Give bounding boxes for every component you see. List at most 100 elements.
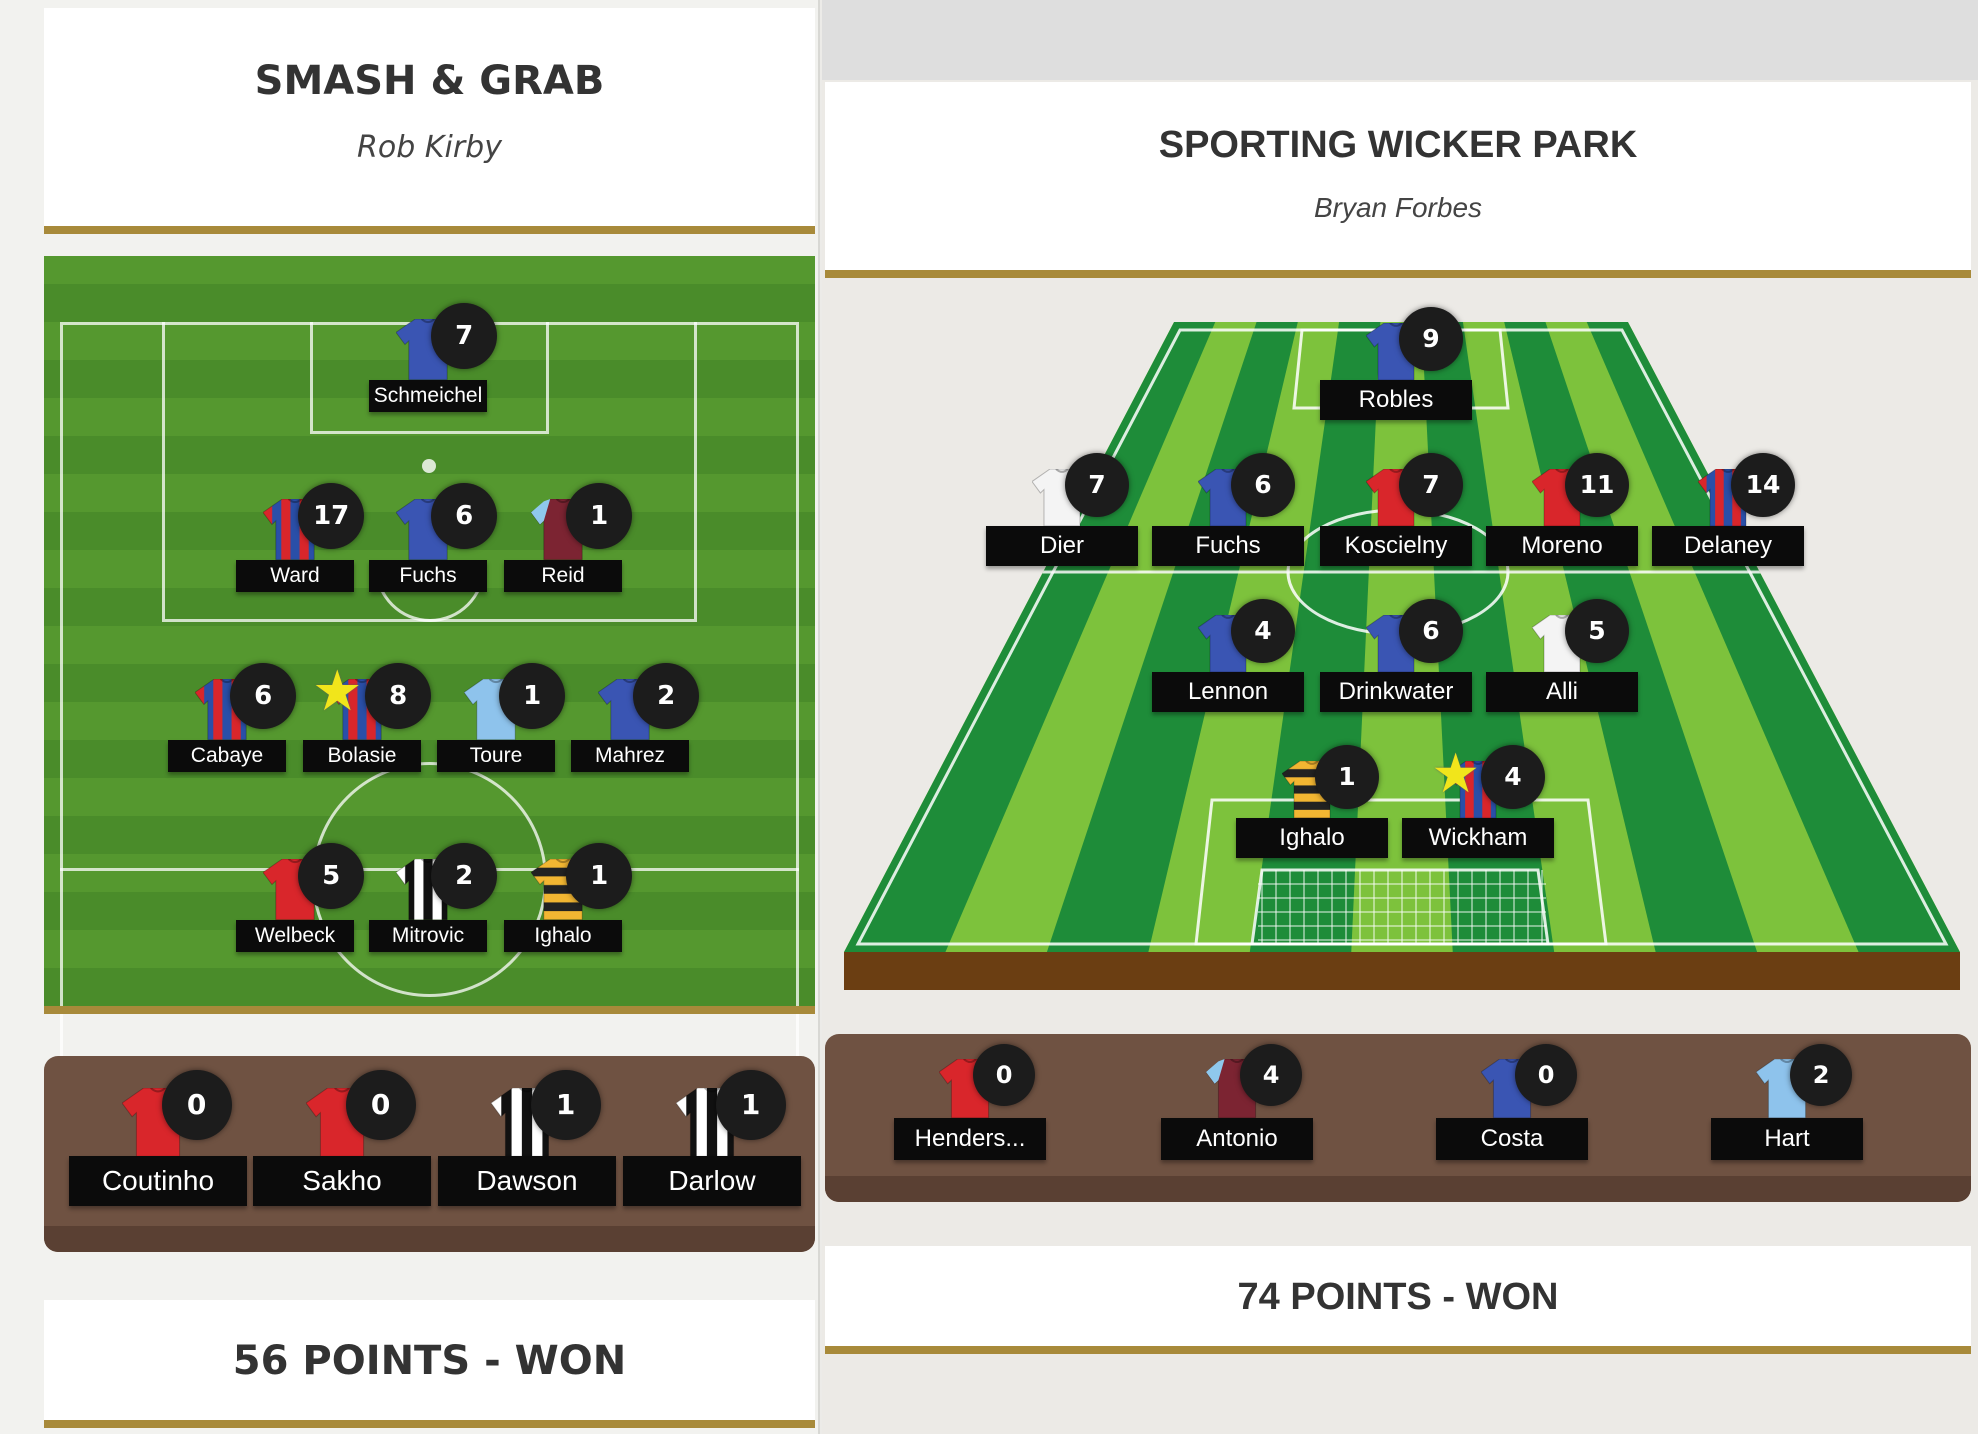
left-team-header: SMASH & GRAB Rob Kirby [44, 8, 815, 226]
player-name: Sakho [253, 1156, 431, 1206]
goal-box [310, 322, 549, 434]
left-result-card: 56 POINTS - WON [44, 1300, 815, 1420]
player-points-badge: 6 [431, 482, 498, 549]
player-name: Fuchs [369, 560, 487, 592]
player-points-badge: 7 [431, 302, 498, 369]
player-points-badge: 0 [973, 1043, 1036, 1106]
player-points-badge: 1 [566, 482, 633, 549]
left-result: 56 POINTS - WON [232, 1338, 627, 1384]
player-points-badge: 2 [633, 662, 700, 729]
player-points-badge: 4 [1240, 1043, 1303, 1106]
player-name: Moreno [1486, 526, 1638, 566]
player-name: Ighalo [504, 920, 622, 952]
player-card[interactable]: 8★ Bolasie [303, 650, 432, 772]
player-points-badge: 17 [298, 482, 365, 549]
right-team-header: SPORTING WICKER PARK Bryan Forbes [825, 82, 1971, 270]
captain-star-icon: ★ [1431, 741, 1480, 805]
player-name: Koscielny [1320, 526, 1472, 566]
player-points-badge: 0 [161, 1070, 232, 1141]
player-points-badge: 0 [1515, 1043, 1578, 1106]
player-points-badge: 11 [1565, 453, 1629, 517]
player-name: Costa [1436, 1118, 1588, 1160]
player-points-badge: 8 [365, 662, 432, 729]
player-name: Bolasie [303, 740, 421, 772]
player-name: Mahrez [571, 740, 689, 772]
player-name: Cabaye [168, 740, 286, 772]
right-team-manager: Bryan Forbes [1313, 192, 1483, 223]
player-name: Lennon [1152, 672, 1304, 712]
right-team-title: SPORTING WICKER PARK [1158, 124, 1638, 166]
player-name: Hart [1711, 1118, 1863, 1160]
player-name: Dier [986, 526, 1138, 566]
left-header-divider [44, 226, 815, 234]
player-points-badge: 7 [1399, 453, 1463, 517]
player-points-badge: 6 [1231, 453, 1295, 517]
player-name: Dawson [438, 1156, 616, 1206]
player-points-badge: 5 [1565, 599, 1629, 663]
top-band [822, 0, 1978, 80]
player-points-badge: 6 [230, 662, 297, 729]
right-header-divider [825, 270, 1971, 278]
right-result-card: 74 POINTS - WON [825, 1246, 1971, 1346]
player-name: Ighalo [1236, 818, 1388, 858]
player-points-badge: 1 [530, 1070, 601, 1141]
player-points-badge: 6 [1399, 599, 1463, 663]
penalty-spot [422, 459, 436, 473]
player-name: Alli [1486, 672, 1638, 712]
player-name: Toure [437, 740, 555, 772]
left-team-manager: Rob Kirby [357, 130, 502, 165]
player-points-badge: 1 [566, 842, 633, 909]
player-points-badge: 1 [1315, 745, 1379, 809]
player-points-badge: 1 [715, 1070, 786, 1141]
player-points-badge: 0 [345, 1070, 416, 1141]
player-name: Darlow [623, 1156, 801, 1206]
player-points-badge: 4 [1231, 599, 1295, 663]
left-result-divider [44, 1420, 815, 1428]
player-card[interactable]: 4★Wickham [1402, 738, 1554, 858]
player-name: Reid [504, 560, 622, 592]
player-name: Drinkwater [1320, 672, 1472, 712]
left-pitch-divider [44, 1006, 815, 1014]
left-team-title: SMASH & GRAB [254, 58, 605, 104]
player-name: Antonio [1161, 1118, 1313, 1160]
player-name: Mitrovic [369, 920, 487, 952]
player-name: Ward [236, 560, 354, 592]
right-result: 74 POINTS - WON [1237, 1276, 1559, 1318]
player-name: Robles [1320, 380, 1472, 420]
player-points-badge: 5 [298, 842, 365, 909]
player-name: Welbeck [236, 920, 354, 952]
player-name: Coutinho [69, 1156, 247, 1206]
player-points-badge: 9 [1399, 307, 1463, 371]
player-points-badge: 7 [1065, 453, 1129, 517]
captain-star-icon: ★ [312, 659, 363, 725]
player-name: Henders... [894, 1118, 1046, 1160]
